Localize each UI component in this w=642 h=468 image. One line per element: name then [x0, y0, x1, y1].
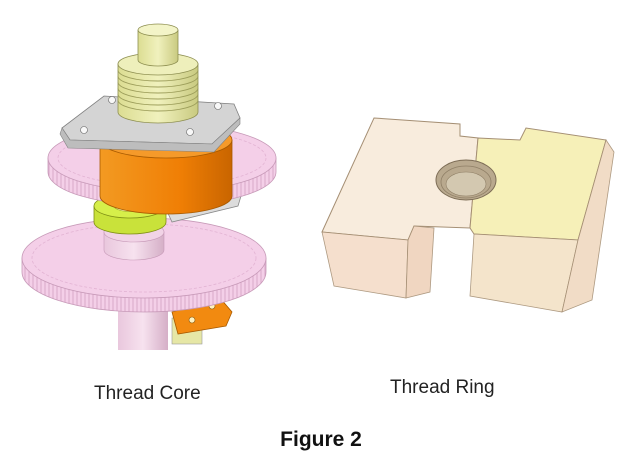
figure-label: Figure 2	[280, 428, 362, 451]
screw-icon	[108, 96, 116, 104]
caption-thread-ring: Thread Ring	[390, 377, 495, 398]
ring-half-left-front	[321, 231, 409, 299]
ring-half-right-front	[469, 233, 579, 313]
caption-thread-core: Thread Core	[94, 383, 201, 404]
thread-hole	[435, 159, 497, 201]
thread-core-assembly	[21, 23, 277, 350]
ring-half-right-side	[561, 139, 615, 313]
screw-icon	[80, 126, 88, 134]
lower-gear	[21, 217, 267, 313]
bracket-bolt-1	[188, 316, 196, 324]
screw-icon	[186, 128, 194, 136]
screw-icon	[214, 102, 222, 110]
top-pin	[137, 23, 179, 67]
ring-half-left-side	[405, 225, 435, 299]
thread-ring-block	[321, 117, 615, 313]
